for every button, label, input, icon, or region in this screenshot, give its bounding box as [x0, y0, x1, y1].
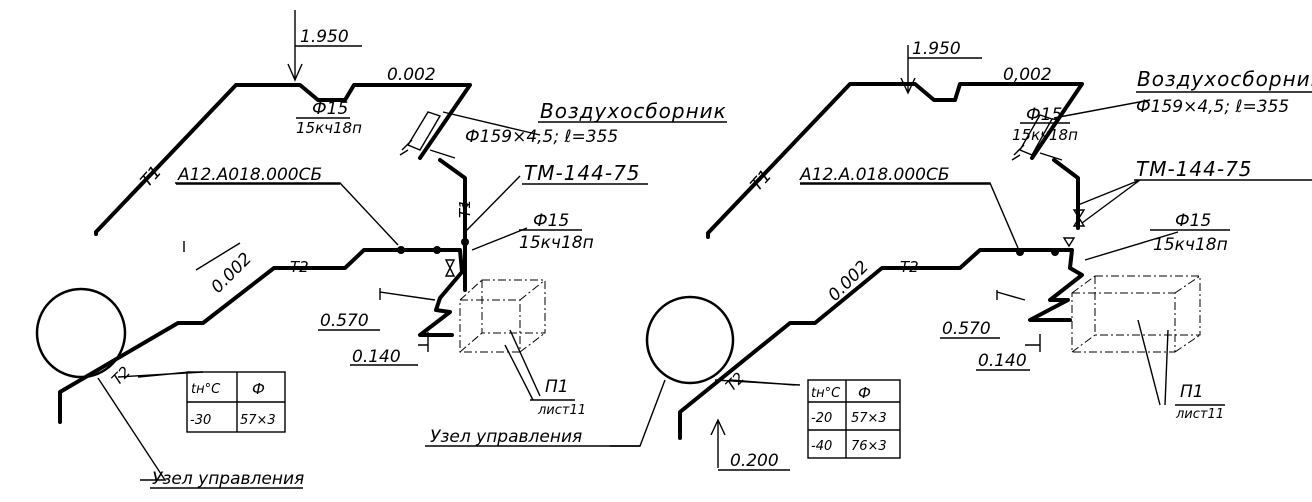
left-node-1 [397, 246, 405, 254]
right-elev-low: 0.140 [978, 351, 1027, 371]
left-air-collector-icon [399, 111, 442, 156]
left-table-r1c1: -30 [190, 413, 211, 428]
left-tm-label: ТМ-144-75 [524, 161, 641, 185]
left-t2-upper: Т2 [290, 258, 309, 276]
left-slope-top: 0.002 [387, 65, 436, 85]
right-valve-d: Ф15 [1175, 211, 1211, 231]
left-air-collector-arrow-icon [429, 149, 456, 159]
left-air-collector-title: Воздухосборник [540, 99, 727, 123]
left-p1-box [459, 279, 546, 353]
right-scheme: 1.950 0,002 Воздухосборник Ф159×4,5; ℓ=3… [425, 39, 1312, 471]
left-control-unit: Узел управления [152, 469, 304, 489]
left-node-4 [462, 202, 468, 208]
left-table-h2: Ф [252, 380, 265, 398]
left-elev-top: 1.950 [300, 27, 349, 47]
right-table-h2: Ф [858, 384, 871, 402]
left-scheme: 1.950 0.002 Воздухосборник Ф159×4,5; ℓ=3… [35, 10, 727, 489]
right-node-1 [1016, 248, 1024, 256]
right-valve-top-d: Ф15 [1026, 105, 1062, 125]
right-table-r2c2: 76×3 [851, 439, 887, 454]
right-tank-circle [645, 295, 735, 385]
right-table-r1c2: 57×3 [851, 411, 887, 426]
right-table-r1c1: -20 [811, 411, 832, 426]
right-air-collector-icon [1011, 114, 1054, 161]
right-temp-table [807, 379, 901, 459]
left-leaders [97, 10, 541, 481]
left-return-pipe-t2 [58, 248, 464, 424]
right-return-pipe-t2 [678, 248, 1084, 440]
left-elev-mid: 0.570 [320, 311, 369, 331]
left-valve-top-d: Ф15 [312, 99, 348, 119]
right-ref: П1 [1180, 382, 1204, 402]
left-node-3 [461, 238, 469, 246]
left-ref: П1 [545, 377, 569, 397]
right-air-collector-spec: Ф159×4,5; ℓ=355 [1136, 97, 1289, 117]
left-underlines [150, 45, 727, 489]
right-elev-bottom: 0.200 [730, 451, 779, 471]
left-table-h1: tн°С [191, 382, 221, 397]
left-valve-d: Ф15 [533, 211, 569, 231]
left-temp-table [186, 371, 286, 433]
right-underlines [425, 57, 1312, 471]
right-air-collector-arrow-icon [1039, 152, 1063, 161]
right-ref-sheet: лист11 [1175, 407, 1224, 422]
left-tank-circle [35, 287, 127, 379]
right-valve-type: 15кч18п [1153, 235, 1228, 255]
right-elev-mid: 0.570 [942, 319, 991, 339]
right-elev-top: 1.950 [912, 39, 961, 59]
left-valve-icon [444, 259, 456, 277]
right-p1-box [1071, 275, 1201, 353]
right-leaders [610, 45, 1179, 468]
right-slope-top: 0,002 [1003, 65, 1052, 85]
right-air-collector-title: Воздухосборник [1137, 67, 1312, 91]
left-node-2 [433, 246, 441, 254]
left-table-r1c2: 57×3 [240, 413, 276, 428]
left-ref-sheet: лист11 [537, 403, 586, 418]
right-tm-label: ТМ-144-75 [1136, 157, 1253, 181]
right-valve-top-type: 15кч18п [1012, 126, 1078, 144]
right-t1-label: Т1 [747, 166, 776, 195]
left-code-label: А12.А018.000СБ [177, 165, 322, 185]
left-valve-type: 15кч18п [519, 233, 594, 253]
right-code-label: А12.А.018.000СБ [799, 165, 950, 185]
right-t2-upper: Т2 [900, 258, 919, 276]
left-air-collector-spec: Ф159×4,5; ℓ=355 [465, 127, 618, 147]
right-node-2 [1051, 248, 1059, 256]
left-t2-lower: Т2 [108, 363, 134, 389]
left-t1-riser-label: Т1 [456, 199, 474, 218]
right-valve-icon [1062, 209, 1086, 248]
right-control-unit: Узел управления [430, 427, 582, 447]
right-table-r2c1: -40 [811, 439, 832, 454]
right-table-h1: tн°С [811, 386, 841, 401]
left-valve-top-type: 15кч18п [296, 119, 362, 137]
left-supply-pipe-t1 [94, 83, 472, 292]
left-elev-low: 0.140 [352, 347, 401, 367]
left-slope-low: 0.002 [207, 249, 256, 298]
